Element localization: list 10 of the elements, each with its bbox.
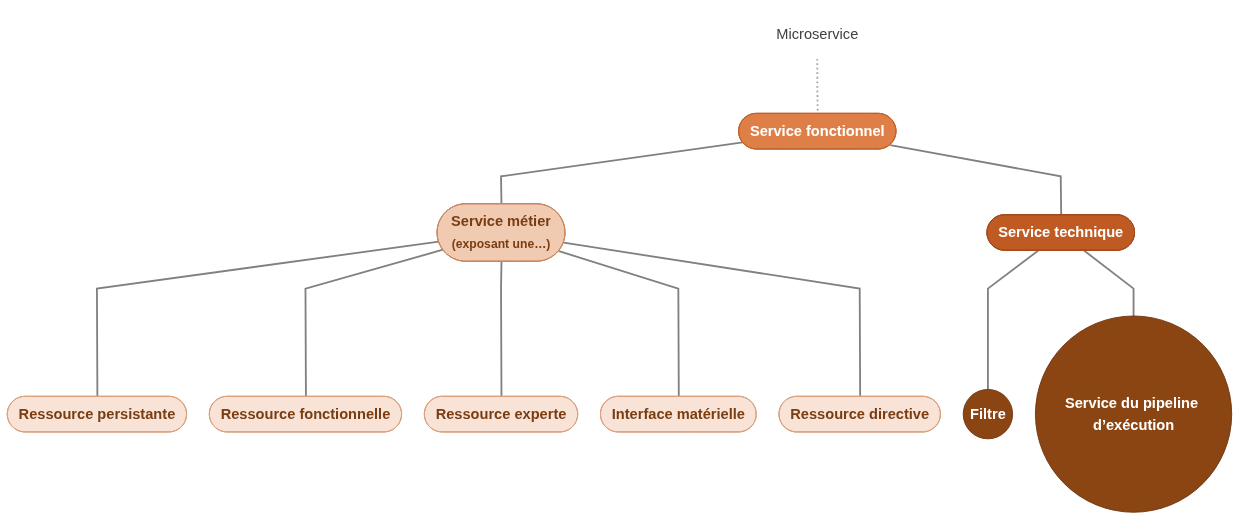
- connector: [1083, 250, 1135, 318]
- connector: [500, 261, 503, 398]
- node-circle: Service du pipeline d’exécution: [1035, 315, 1233, 513]
- node-circle: Filtre: [962, 389, 1014, 440]
- connector: [558, 250, 680, 398]
- connector: [304, 249, 444, 398]
- connector: [562, 242, 862, 398]
- connector: [96, 240, 440, 398]
- node-text: Microservice: [776, 25, 859, 42]
- connector: [987, 250, 1040, 391]
